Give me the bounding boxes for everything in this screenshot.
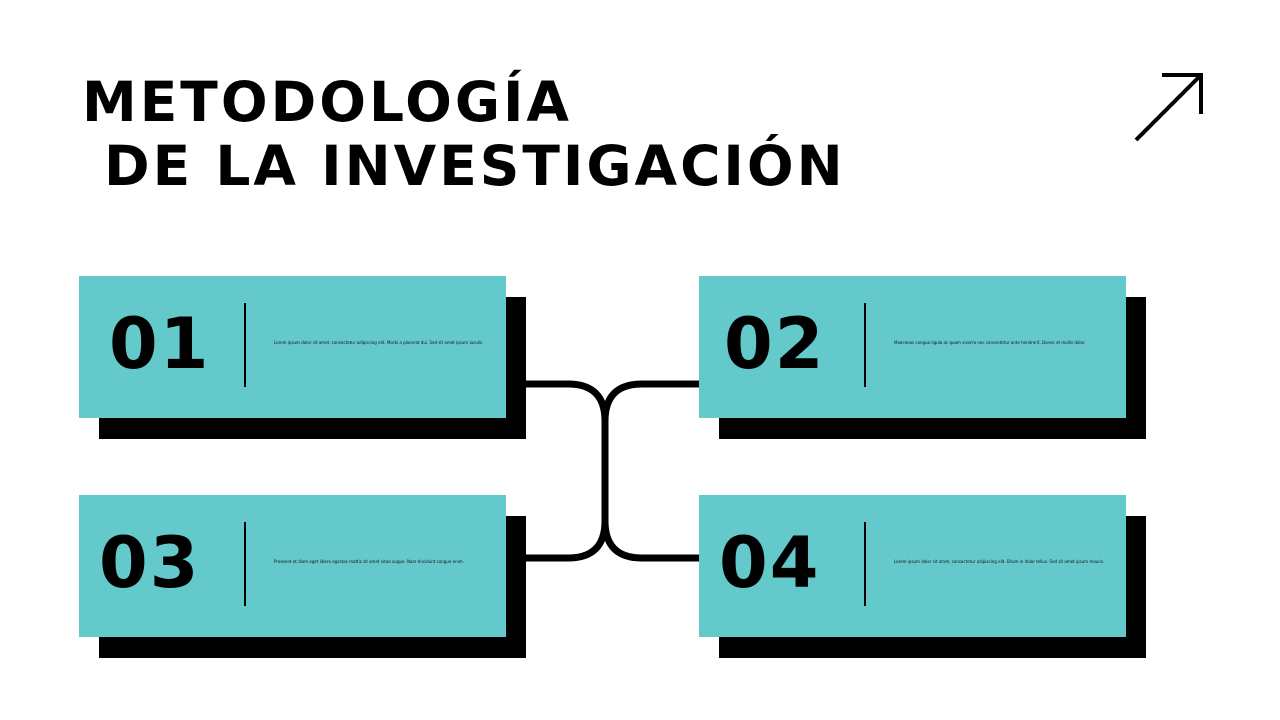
card-face: 03 Praesent et diam eget libero egestas … [79, 495, 506, 637]
step-description: Lorem ipsum dolor sit amet, consectetur … [274, 340, 484, 345]
arrow-up-right-icon [1134, 73, 1203, 142]
step-description: Praesent et diam eget libero egestas mat… [274, 559, 464, 564]
title-line-2: DE LA INVESTIGACIÓN [104, 134, 846, 198]
card-face: 02 Maecenas congue ligula ac quam viverr… [699, 276, 1126, 418]
card-face: 01 Lorem ipsum dolor sit amet, consectet… [79, 276, 506, 418]
step-number: 04 [719, 522, 821, 604]
connector-right [601, 380, 700, 562]
card-divider [244, 522, 246, 606]
step-number: 03 [99, 522, 201, 604]
step-number: 01 [109, 303, 211, 385]
step-card-04: 04 Lorem ipsum dolor sit amet, consectet… [699, 495, 1146, 658]
card-divider [864, 522, 866, 606]
step-card-02: 02 Maecenas congue ligula ac quam viverr… [699, 276, 1146, 439]
step-card-01: 01 Lorem ipsum dolor sit amet, consectet… [79, 276, 526, 439]
card-face: 04 Lorem ipsum dolor sit amet, consectet… [699, 495, 1126, 637]
step-description: Maecenas congue ligula ac quam viverra n… [894, 340, 1086, 345]
step-card-03: 03 Praesent et diam eget libero egestas … [79, 495, 526, 658]
card-divider [244, 303, 246, 387]
page-title: METODOLOGÍA DE LA INVESTIGACIÓN [82, 70, 846, 198]
step-description: Lorem ipsum dolor sit amet, consectetur … [894, 559, 1105, 564]
step-number: 02 [724, 303, 826, 385]
title-line-1: METODOLOGÍA [82, 70, 572, 134]
card-divider [864, 303, 866, 387]
